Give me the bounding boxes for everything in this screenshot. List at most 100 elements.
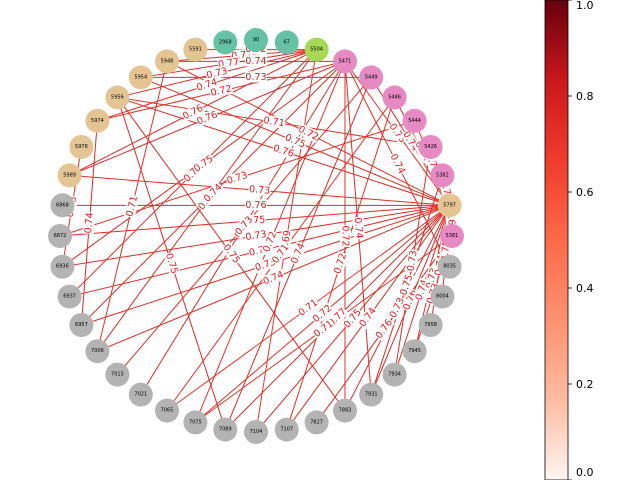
edge-label-bg bbox=[269, 241, 292, 266]
node-label-7021: 7021 bbox=[134, 392, 147, 398]
edge-weight-label: 0.76 bbox=[245, 200, 266, 211]
edge-label-bg bbox=[311, 317, 336, 340]
node-label-5948: 5948 bbox=[161, 58, 174, 64]
node-label-7075: 7075 bbox=[189, 419, 202, 425]
edge-label-group: 0.73 bbox=[404, 248, 420, 273]
node-7107 bbox=[274, 417, 299, 442]
node-67 bbox=[274, 30, 299, 55]
edge-label-group: 0.74 bbox=[261, 268, 286, 288]
node-label-6872: 6872 bbox=[54, 233, 67, 239]
edge-label-group: 0.75 bbox=[163, 251, 181, 276]
edge-label-group: 0.74 bbox=[352, 216, 365, 240]
node-label-5591: 5591 bbox=[189, 47, 202, 53]
edge-label-bg bbox=[123, 194, 140, 219]
edge-weight-label: 0.74 bbox=[83, 212, 96, 234]
node-7075 bbox=[183, 410, 208, 435]
node-2968 bbox=[213, 30, 238, 55]
node-label-5504: 5504 bbox=[310, 47, 323, 53]
colorbar-tick-label: 0.0 bbox=[576, 466, 594, 479]
edge-label-bg bbox=[245, 199, 267, 211]
edge-weight-label: 0.75 bbox=[192, 153, 216, 174]
edge-label-group: 0.73 bbox=[204, 65, 229, 81]
node-label-5446: 5446 bbox=[388, 94, 401, 100]
edge-label-bg bbox=[387, 151, 408, 177]
node-label-5444: 5444 bbox=[408, 118, 421, 124]
edge-label-bg bbox=[386, 295, 407, 321]
node-5948 bbox=[155, 49, 179, 74]
edge-label-bg bbox=[260, 229, 280, 254]
node-8035 bbox=[437, 254, 462, 279]
edge-weight-label: 0.73 bbox=[245, 229, 268, 243]
node-label-6936: 6936 bbox=[56, 264, 69, 270]
edge-weight-label: 0.75 bbox=[163, 252, 180, 276]
node-label-6957: 6957 bbox=[75, 322, 88, 328]
edge-label-bg bbox=[194, 108, 220, 128]
edge-weight-label: 0.72 bbox=[210, 83, 233, 99]
edge-label-bg bbox=[220, 241, 243, 266]
edge-weight-label: 0.76 bbox=[374, 317, 395, 341]
edge-label-group: 0.73 bbox=[248, 183, 272, 197]
node-label-7006: 7006 bbox=[91, 348, 104, 354]
edge-label-bg bbox=[288, 241, 308, 266]
edge-weight-label: 0.72 bbox=[332, 252, 349, 276]
edge-label-bg bbox=[331, 251, 349, 276]
node-7883 bbox=[333, 398, 357, 423]
edge-label-bg bbox=[204, 65, 229, 81]
node-label-5471: 5471 bbox=[339, 58, 352, 64]
node-90 bbox=[244, 28, 268, 52]
edge-label-bg bbox=[261, 268, 286, 288]
edge-label-bg bbox=[232, 213, 256, 238]
edge-label-bg bbox=[224, 169, 250, 187]
edge-weight-label: 0.73 bbox=[249, 184, 271, 197]
node-6957 bbox=[69, 313, 94, 337]
node-7104 bbox=[244, 420, 268, 444]
node-label-7958: 7958 bbox=[424, 322, 437, 328]
edge-label-group: 0.73 bbox=[224, 169, 250, 187]
edge-label-bg bbox=[341, 306, 364, 331]
edge-label-bg bbox=[194, 76, 220, 94]
node-5797 bbox=[437, 193, 462, 218]
edge-label-group: 0.76 bbox=[245, 199, 267, 211]
edge-label-group: 0.71 bbox=[123, 194, 140, 219]
node-label-5974: 5974 bbox=[91, 118, 104, 124]
edge-label-bg bbox=[271, 142, 296, 160]
edge-label-group: 0.76 bbox=[372, 316, 395, 342]
edge-label-group: 0.72 bbox=[340, 225, 351, 247]
edge-weight-label: 0.71 bbox=[263, 115, 286, 129]
node-label-7827: 7827 bbox=[310, 419, 323, 425]
edge-label-bg bbox=[352, 216, 365, 240]
edge-weight-label: 0.73 bbox=[245, 72, 266, 83]
node-label-7104: 7104 bbox=[250, 429, 263, 435]
node-label-5449: 5449 bbox=[365, 74, 378, 80]
edge-label-group: 0.74 bbox=[245, 55, 267, 67]
edge-label-bg bbox=[356, 305, 379, 330]
node-7006 bbox=[85, 339, 110, 364]
node-label-5978: 5978 bbox=[75, 144, 88, 150]
node-5954 bbox=[128, 65, 153, 90]
colorbar-tick-label: 0.8 bbox=[576, 90, 594, 103]
edge-weight-label: 0.74 bbox=[289, 242, 307, 266]
edge-label-bg bbox=[180, 102, 206, 122]
node-label-7934: 7934 bbox=[388, 372, 401, 378]
node-7945 bbox=[402, 339, 427, 364]
edge-weight-label: 0.74 bbox=[388, 152, 407, 176]
node-5444 bbox=[402, 108, 427, 133]
node-7827 bbox=[304, 410, 329, 435]
edge-label-bg bbox=[295, 296, 321, 319]
node-5504 bbox=[304, 37, 329, 62]
node-6937 bbox=[57, 284, 82, 309]
colorbar-tick-label: 0.2 bbox=[576, 378, 594, 391]
node-8004 bbox=[430, 284, 455, 309]
edge-label-bg bbox=[386, 120, 409, 146]
node-label-7931: 7931 bbox=[365, 392, 378, 398]
edge-label-group: 0.75 bbox=[191, 152, 216, 175]
edge-label-bg bbox=[163, 251, 181, 276]
node-label-7015: 7015 bbox=[111, 372, 124, 378]
node-7931 bbox=[359, 382, 384, 407]
node-5446 bbox=[382, 85, 407, 110]
colorbar-tick-label: 1.0 bbox=[576, 0, 594, 12]
edge-label-bg bbox=[262, 114, 286, 129]
node-label-7883: 7883 bbox=[339, 408, 352, 414]
node-5989 bbox=[57, 163, 82, 188]
